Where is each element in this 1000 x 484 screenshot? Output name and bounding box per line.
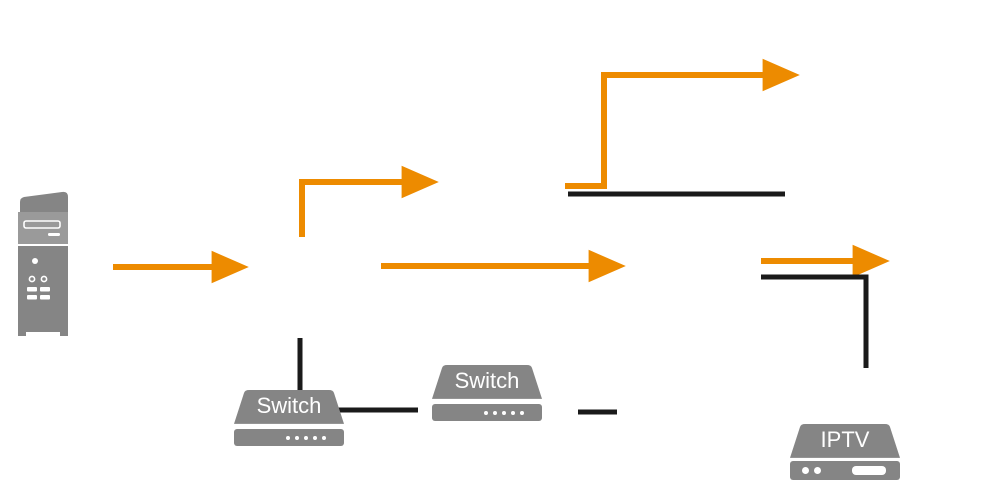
switch-core-label: Switch — [256, 392, 322, 418]
iptv-top-body — [790, 424, 900, 458]
server-tower-icon — [18, 191, 68, 336]
link-top-switch-to-iptv-top — [565, 58, 800, 189]
port-dot — [295, 436, 299, 440]
port-dot — [493, 411, 497, 415]
switch-top-label: Switch — [454, 367, 520, 393]
link-core-to-top-switch — [299, 165, 439, 237]
switch-core-node[interactable]: Switch — [234, 390, 344, 446]
status-led — [802, 467, 809, 474]
iptv-top-leds — [802, 467, 821, 474]
iptv-top-label: IPTV — [820, 426, 870, 452]
iptv-top-node[interactable]: IPTV — [790, 424, 900, 480]
port-dot — [304, 436, 308, 440]
port-dot — [502, 411, 506, 415]
port-dot — [313, 436, 317, 440]
switch-top-port-dots — [484, 411, 524, 415]
server-tower-node[interactable] — [10, 190, 76, 340]
switch-top-body — [432, 365, 542, 399]
switch-top-node[interactable]: Switch — [432, 365, 542, 421]
port-dot — [484, 411, 488, 415]
status-led — [814, 467, 821, 474]
iptv-top-base — [790, 461, 900, 480]
port-dot — [286, 436, 290, 440]
switch-core-body — [234, 390, 344, 424]
iptv-top-slot — [852, 466, 886, 475]
port-dot — [322, 436, 326, 440]
port-dot — [511, 411, 515, 415]
link-right-switch-to-pc-bottom-right — [761, 274, 869, 368]
port-dot — [520, 411, 524, 415]
switch-core-port-dots — [286, 436, 326, 440]
